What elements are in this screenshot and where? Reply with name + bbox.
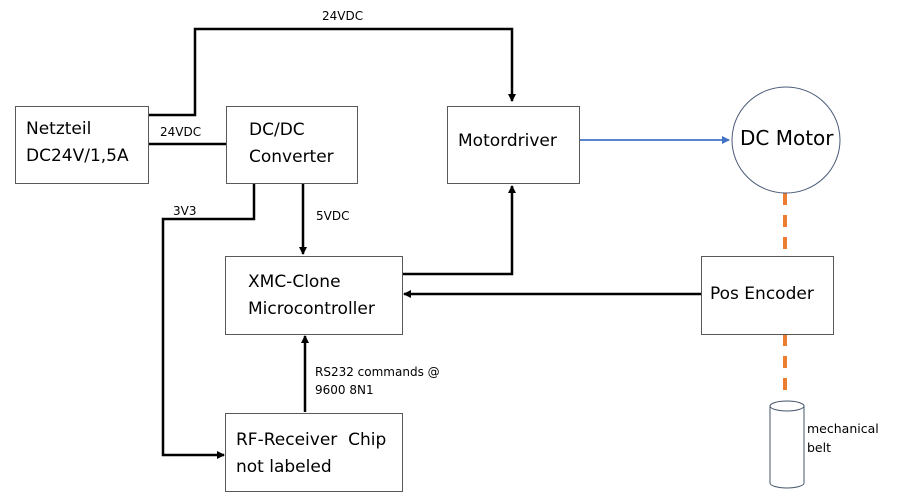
label-side-24vdc: 24VDC [160,125,202,139]
wire-netzteil-to-motordriver [148,27,516,117]
label-5vdc: 5VDC [316,209,350,223]
label-3v3: 3V3 [173,204,197,218]
rf-label-line2: not labeled [236,457,332,477]
mcu-label-line2: Microcontroller [248,299,375,319]
dcdc-converter-block[interactable]: DC/DC Converter [226,106,358,184]
motordriver-label: Motordriver [458,131,557,151]
dc-motor-circle[interactable] [731,86,841,194]
pos-encoder-block[interactable]: Pos Encoder [701,256,834,335]
belt-label-line2: belt [807,440,831,455]
label-top-24vdc: 24VDC [322,9,364,23]
mechanical-belt-cylinder[interactable] [769,400,805,489]
netzteil-label-line2: DC24V/1,5A [26,146,129,166]
label-rs232-line1: RS232 commands @ [315,365,440,379]
label-rs232-line2: 9600 8N1 [315,383,374,397]
rf-receiver-block[interactable]: RF-Receiver Chip not labeled [225,413,403,492]
netzteil-block[interactable]: Netzteil DC24V/1,5A [15,106,149,184]
motordriver-block[interactable]: Motordriver [447,106,580,184]
rf-label-line1: RF-Receiver Chip [236,430,387,450]
wire-mcu-to-motordriver [402,185,516,276]
dc-motor-label: DC Motor [740,126,834,150]
mcu-label-line1: XMC-Clone [248,272,341,292]
netzteil-label-line1: Netzteil [26,119,92,139]
encoder-label: Pos Encoder [710,284,814,304]
microcontroller-block[interactable]: XMC-Clone Microcontroller [225,256,403,335]
belt-label-line1: mechanical [807,421,879,436]
dcdc-label-line2: Converter [249,147,334,167]
wire-dcdc-to-rf-3v3 [161,183,256,459]
dcdc-label-line1: DC/DC [249,120,305,140]
